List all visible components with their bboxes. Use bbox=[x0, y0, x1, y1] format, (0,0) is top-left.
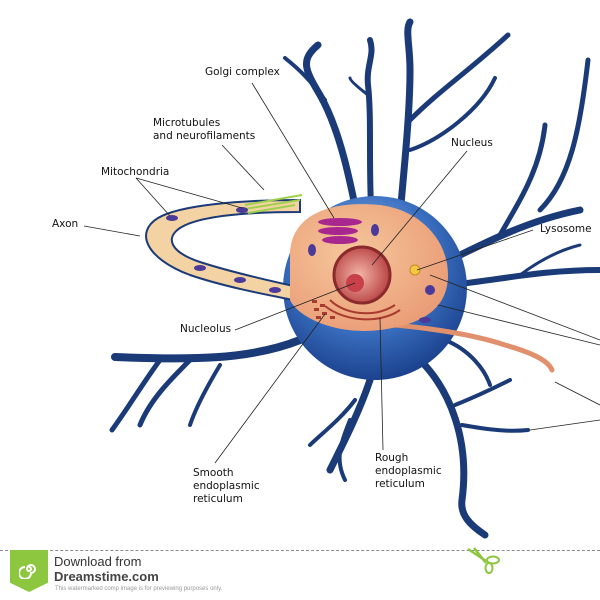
download-from-text: Download from bbox=[54, 554, 142, 569]
label-axon: Axon bbox=[52, 218, 79, 230]
label-nucleolus: Nucleolus bbox=[180, 323, 232, 335]
watermark-footer: Download from Dreamstime.com This waterm… bbox=[0, 545, 600, 600]
watermark-notice: This watermarked comp image is for previ… bbox=[55, 586, 223, 592]
dendrite bbox=[188, 363, 222, 427]
dendrite bbox=[396, 18, 414, 219]
label-golgi-complex: Golgi complex bbox=[205, 66, 280, 78]
dendrite bbox=[308, 398, 357, 447]
mitochondria bbox=[166, 207, 435, 323]
golgi-complex bbox=[318, 218, 362, 244]
dendrite bbox=[283, 56, 327, 102]
microtubules bbox=[244, 194, 303, 214]
dendrite bbox=[407, 32, 511, 123]
dendrite bbox=[326, 376, 374, 474]
dendrite bbox=[303, 41, 364, 234]
dashed-cut-line bbox=[0, 550, 600, 551]
neuron-diagram bbox=[83, 18, 600, 539]
dendrites bbox=[109, 18, 600, 539]
dendrite bbox=[109, 357, 163, 433]
dendrite bbox=[408, 76, 497, 152]
spiral-icon bbox=[19, 564, 36, 579]
dendrite bbox=[348, 76, 370, 97]
label-microtubules: Microtubules and neurofilaments bbox=[153, 117, 256, 142]
dreamstime-logo-badge bbox=[10, 550, 48, 592]
scissors-icon bbox=[467, 547, 500, 574]
dendrite bbox=[137, 357, 193, 428]
leader-lines bbox=[83, 82, 600, 464]
label-smooth-er: Smooth endoplasmic reticulum bbox=[193, 467, 260, 505]
label-mitochondria: Mitochondria bbox=[101, 166, 170, 178]
rough-er bbox=[324, 299, 401, 321]
dreamstime-link[interactable]: Dreamstime.com bbox=[54, 569, 159, 584]
smooth-er bbox=[312, 300, 335, 319]
label-lysosome: Lysosome bbox=[540, 223, 592, 235]
dendrite bbox=[111, 336, 304, 363]
dendrite bbox=[518, 243, 582, 277]
label-nucleus: Nucleus bbox=[451, 137, 493, 149]
dendrite bbox=[416, 356, 489, 539]
lysosome bbox=[409, 264, 421, 276]
dendrite bbox=[453, 378, 512, 407]
dendrite bbox=[537, 57, 591, 213]
label-rough-er: Rough endoplasmic reticulum bbox=[375, 452, 442, 490]
dendrite bbox=[460, 423, 530, 433]
nucleus bbox=[332, 245, 392, 305]
dendrite bbox=[497, 122, 548, 238]
dendrite bbox=[443, 338, 492, 387]
dendrite bbox=[337, 418, 352, 482]
